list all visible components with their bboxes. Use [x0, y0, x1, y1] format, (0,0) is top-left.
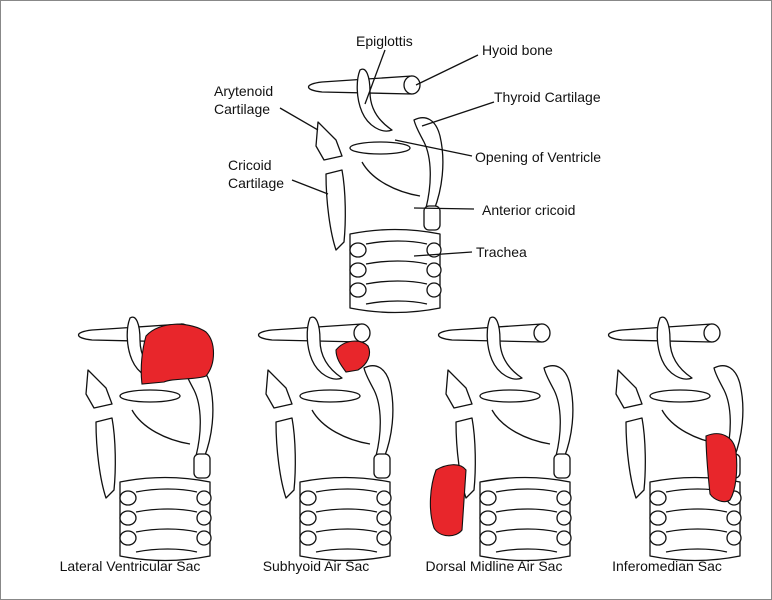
panel-dorsal-midline-air-sac: Dorsal Midline Air Sac [426, 316, 574, 574]
leader-lines [279, 49, 495, 257]
label-cricoid-line1: Cricoid [228, 157, 272, 173]
inferomedian-sac [705, 433, 738, 503]
label-trachea: Trachea [476, 244, 527, 260]
lateral-ventricular-sac [140, 323, 215, 385]
caption-inferomedian-sac: Inferomedian Sac [612, 558, 722, 574]
panel-inferomedian-sac: Inferomedian Sac [607, 316, 744, 574]
subhyoid-air-sac [335, 340, 371, 373]
label-arytenoid-line1: Arytenoid [214, 83, 273, 99]
label-epiglottis: Epiglottis [356, 33, 413, 49]
dorsal-midline-air-sac [429, 464, 467, 537]
caption-dorsal-midline-air-sac: Dorsal Midline Air Sac [426, 558, 563, 574]
label-hyoid-bone: Hyoid bone [482, 42, 553, 58]
label-arytenoid-line2: Cartilage [214, 101, 270, 117]
caption-subhyoid-air-sac: Subhyoid Air Sac [263, 558, 370, 574]
label-anterior-cricoid: Anterior cricoid [482, 202, 575, 218]
panel-lateral-ventricular-sac: Lateral Ventricular Sac [60, 316, 215, 574]
label-opening-of-ventricle: Opening of Ventricle [475, 149, 601, 165]
panel-subhyoid-air-sac: Subhyoid Air Sac [257, 316, 394, 574]
caption-lateral-ventricular-sac: Lateral Ventricular Sac [60, 558, 201, 574]
label-cricoid-line2: Cartilage [228, 175, 284, 191]
label-thyroid-cartilage: Thyroid Cartilage [494, 89, 601, 105]
main-larynx [307, 68, 444, 314]
